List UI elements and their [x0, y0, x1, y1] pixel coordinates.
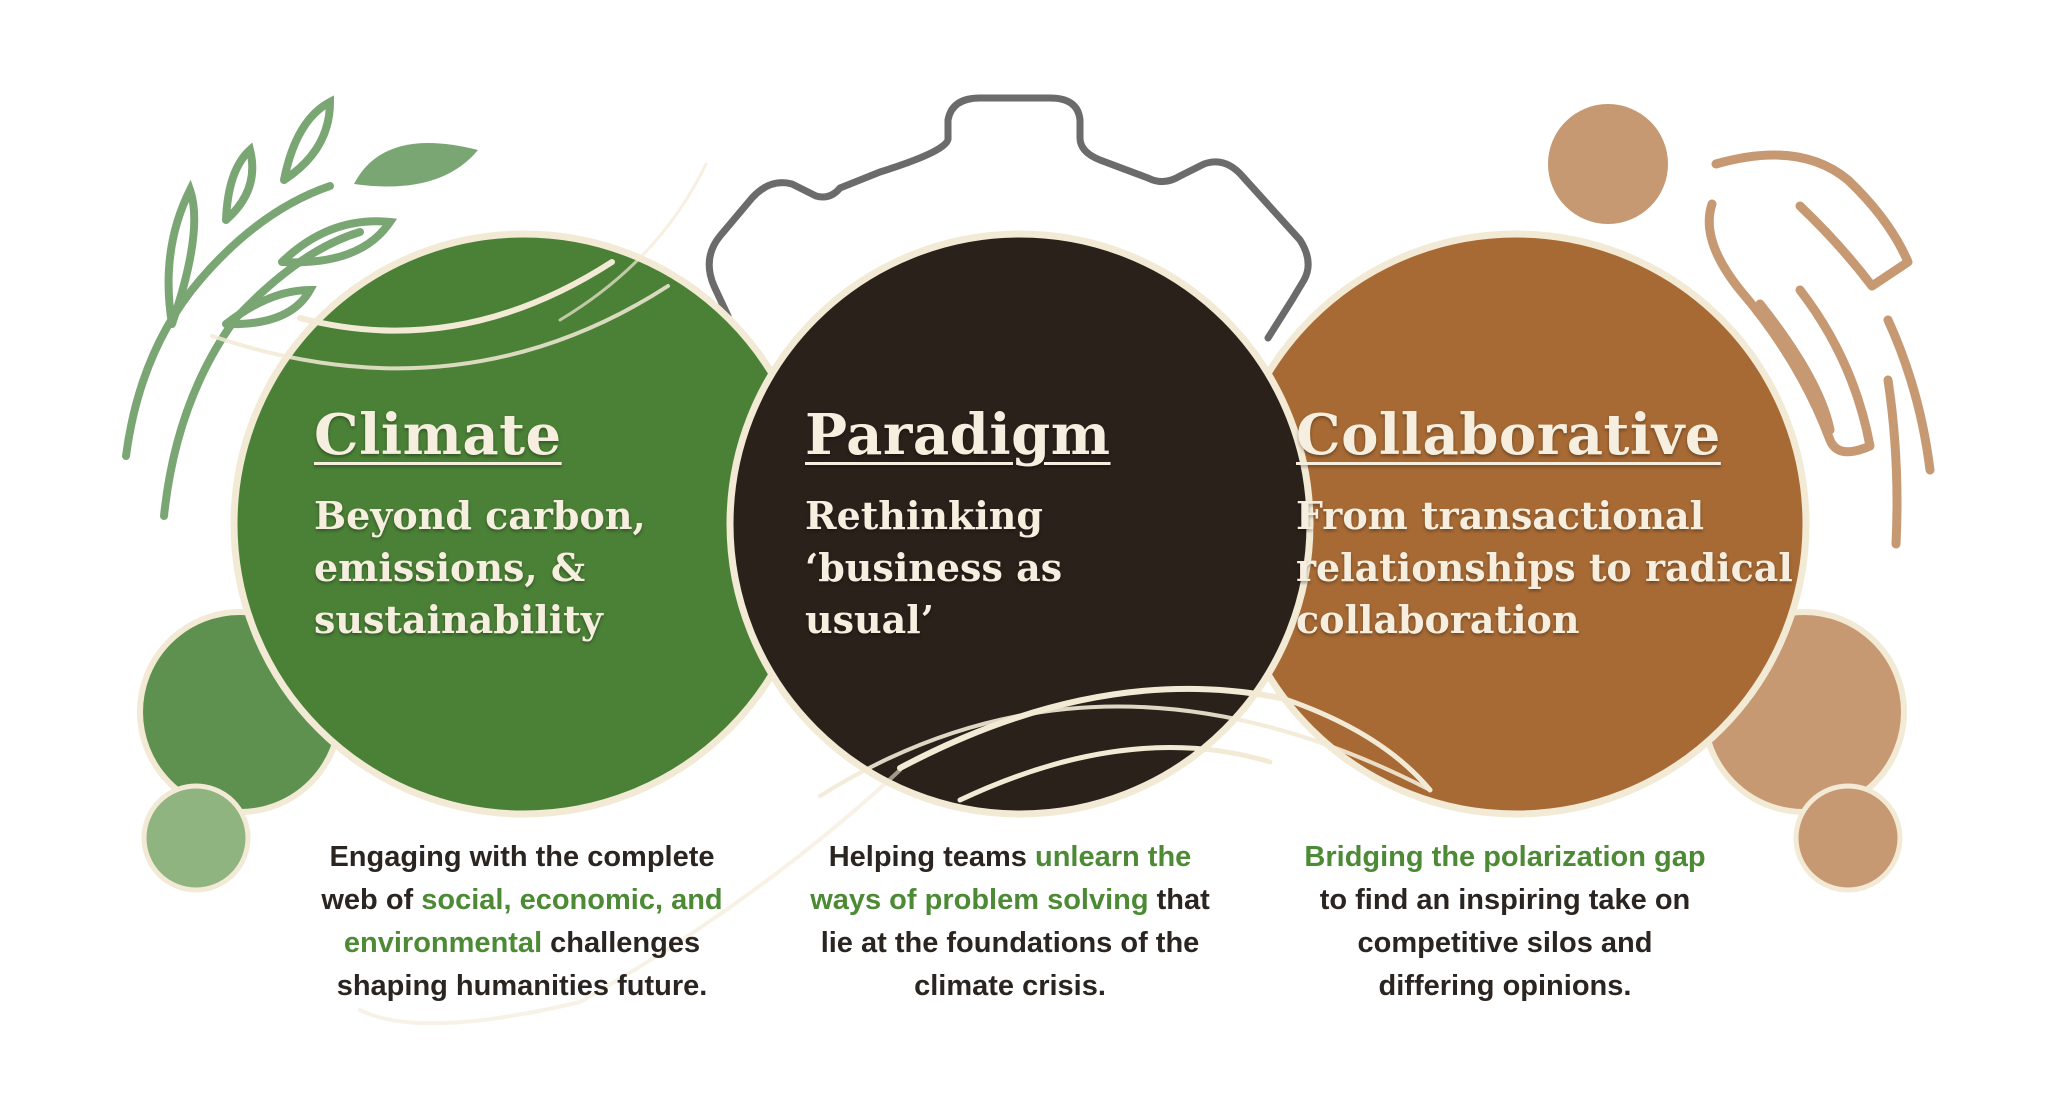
paradigm-title: Paradigm — [805, 402, 1111, 468]
description-line: Bridging the polarization gap — [1285, 836, 1725, 879]
collaborative-description: Bridging the polarization gap to find an… — [1285, 836, 1725, 1008]
paradigm-circle — [726, 230, 1314, 818]
description-highlight: ways of problem solving — [810, 884, 1149, 916]
description-line: differing opinions. — [1285, 965, 1725, 1008]
paradigm-subtitle: Rethinking ‘business as usual’ — [805, 490, 1111, 646]
description-text: to find an inspiring take on — [1319, 884, 1691, 916]
description-text: that — [1148, 884, 1210, 916]
leaf-shape — [354, 142, 478, 187]
description-line: Engaging with the complete — [302, 836, 742, 879]
description-line: lie at the foundations of the — [790, 922, 1230, 965]
paradigm-subtitle-line: usual’ — [805, 597, 934, 642]
description-line: climate crisis. — [790, 965, 1230, 1008]
description-text: climate crisis. — [914, 970, 1106, 1002]
climate-title: Climate — [314, 402, 562, 468]
paradigm-subtitle-line: ‘business as — [805, 545, 1063, 590]
description-text: differing opinions. — [1378, 970, 1632, 1002]
climate-subtitle-line: emissions, & — [314, 545, 586, 590]
description-text: challenges — [542, 927, 701, 959]
people-icon — [1548, 104, 1935, 549]
description-text: competitive silos and — [1357, 927, 1653, 959]
decorative-swooshes — [210, 162, 1433, 1026]
description-line: environmental challenges — [302, 922, 742, 965]
paradigm-description: Helping teams unlearn the ways of proble… — [790, 836, 1230, 1008]
paradigm-subtitle-line: Rethinking — [805, 493, 1043, 538]
description-text: Engaging with the complete — [329, 841, 715, 873]
collaborative-title: Collaborative — [1296, 402, 1721, 468]
climate-subtitle-line: Beyond carbon, — [314, 493, 646, 538]
description-text: lie at the foundations of the — [820, 927, 1200, 959]
description-line: ways of problem solving that — [790, 879, 1230, 922]
description-highlight: social, economic, and — [421, 884, 723, 916]
description-line: shaping humanities future. — [302, 965, 742, 1008]
climate-subtitle: Beyond carbon, emissions, & sustainabili… — [314, 490, 646, 646]
description-text: web of — [321, 884, 422, 916]
climate-description: Engaging with the complete web of social… — [302, 836, 742, 1008]
wheat-leaves-icon — [122, 95, 398, 520]
collaborative-subtitle-line: relationships to radical — [1296, 545, 1793, 590]
collaborative-subtitle: From transactional relationships to radi… — [1296, 490, 1793, 646]
collaborative-subtitle-line: collaboration — [1296, 597, 1580, 642]
description-line: web of social, economic, and — [302, 879, 742, 922]
description-highlight: unlearn the — [1034, 841, 1192, 873]
description-text: shaping humanities future. — [336, 970, 708, 1002]
description-line: to find an inspiring take on — [1285, 879, 1725, 922]
description-line: Helping teams unlearn the — [790, 836, 1230, 879]
gear-icon — [705, 94, 1312, 342]
climate-text-block: Climate Beyond carbon, emissions, & sust… — [314, 402, 646, 646]
description-line: competitive silos and — [1285, 922, 1725, 965]
description-highlight: Bridging the polarization gap — [1304, 841, 1706, 873]
collaborative-text-block: Collaborative From transactional relatio… — [1296, 402, 1793, 646]
paradigm-text-block: Paradigm Rethinking ‘business as usual’ — [805, 402, 1111, 646]
description-highlight: environmental — [343, 927, 543, 959]
description-text: Helping teams — [828, 841, 1035, 873]
climate-subtitle-line: sustainability — [314, 597, 603, 642]
collaborative-subtitle-line: From transactional — [1296, 493, 1705, 538]
